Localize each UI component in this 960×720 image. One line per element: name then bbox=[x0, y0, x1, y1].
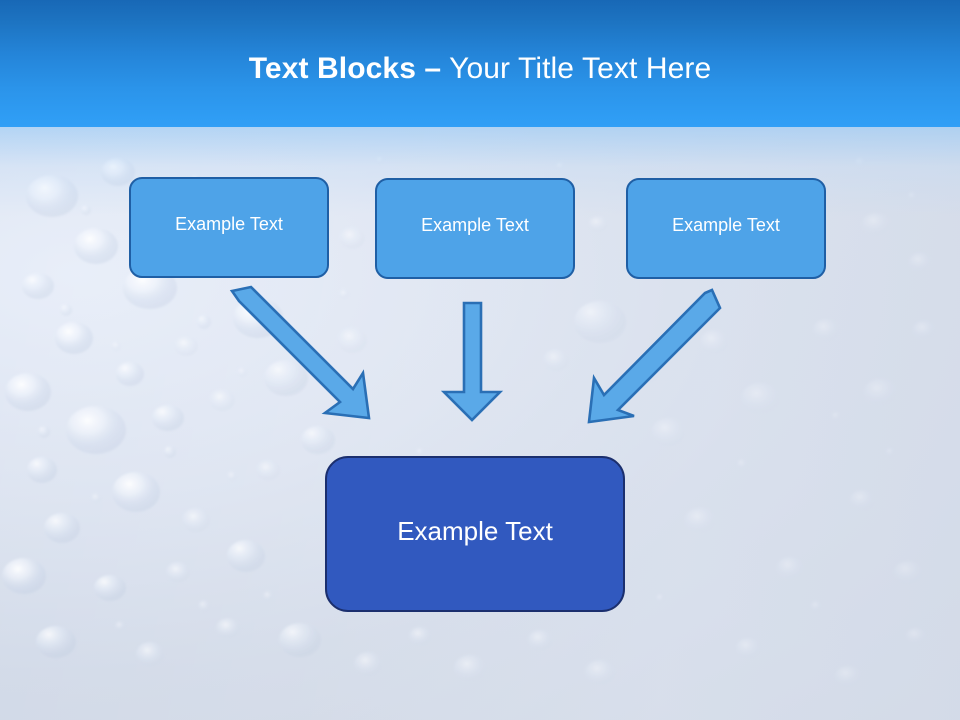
result-text-block[interactable]: Example Text bbox=[325, 456, 625, 612]
arrow-left bbox=[229, 285, 371, 420]
arrow-right bbox=[587, 288, 722, 424]
text-block-2-label: Example Text bbox=[421, 214, 529, 235]
result-text-block-label: Example Text bbox=[397, 516, 553, 546]
text-block-3-label: Example Text bbox=[672, 214, 780, 235]
page-title-bold: Text Blocks – bbox=[248, 52, 442, 85]
text-block-3[interactable]: Example Text bbox=[626, 178, 826, 279]
text-block-1[interactable]: Example Text bbox=[129, 177, 329, 278]
text-block-2[interactable]: Example Text bbox=[375, 178, 575, 279]
title-banner: Text Blocks – Your Title Text Here bbox=[0, 0, 960, 127]
page-title-regular: Your Title Text Here bbox=[441, 52, 712, 85]
text-block-1-label: Example Text bbox=[175, 213, 283, 234]
page-title: Text Blocks – Your Title Text Here bbox=[0, 52, 960, 86]
arrow-middle bbox=[440, 301, 504, 422]
